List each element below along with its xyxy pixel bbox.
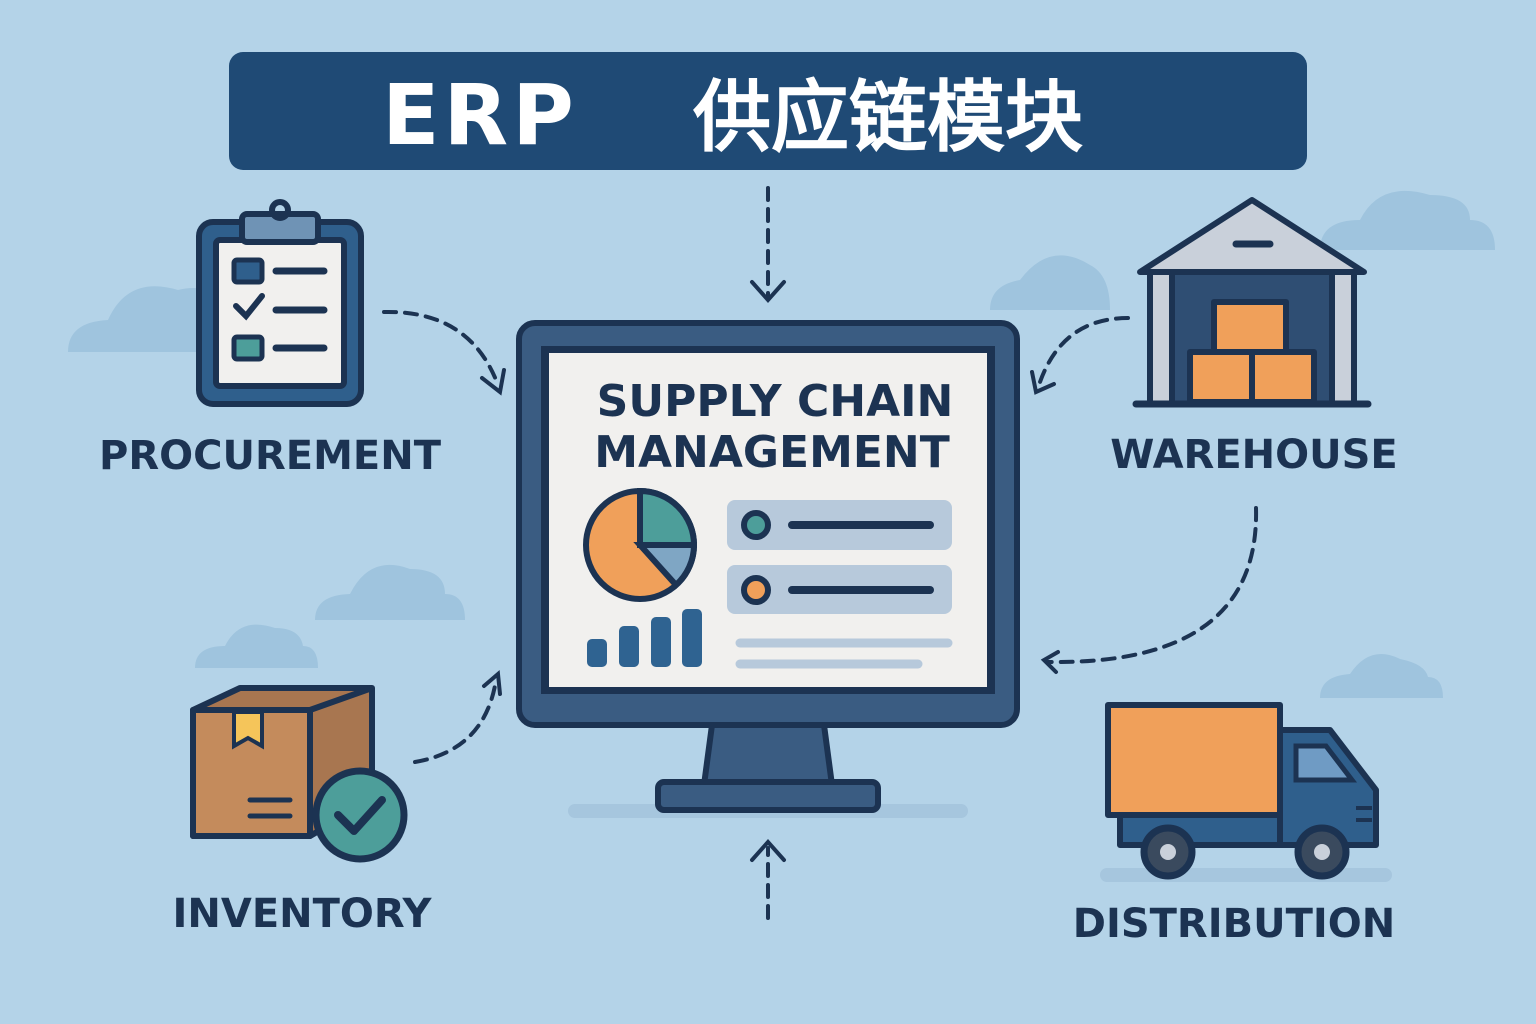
flow-arrows <box>382 186 1259 920</box>
monitor-icon: SUPPLY CHAIN MANAGEMENT <box>516 320 1020 818</box>
arrow-inventory-to-monitor <box>413 678 498 764</box>
label-warehouse: WAREHOUSE <box>1110 432 1398 478</box>
cloud-icon <box>990 255 1110 310</box>
label-procurement: PROCUREMENT <box>99 433 442 479</box>
warehouse-icon <box>1132 197 1372 408</box>
bar-chart-icon <box>587 609 702 667</box>
arrow-warehouse-to-monitor <box>1036 316 1130 390</box>
clipboard-icon <box>196 199 364 407</box>
center-title-line2: MANAGEMENT <box>594 427 950 478</box>
pie-chart-icon <box>583 487 698 602</box>
title-erp: ERP <box>382 66 578 164</box>
cloud-icon <box>315 564 465 620</box>
arrow-warehouse-to-monitor-lower <box>1046 506 1259 665</box>
label-inventory: INVENTORY <box>173 891 433 937</box>
list-item-orange <box>727 565 952 614</box>
list-item-teal <box>727 500 952 550</box>
check-circle-icon <box>312 767 408 863</box>
title-chinese: 供应链模块 <box>693 73 1083 163</box>
cloud-icon <box>1320 654 1443 698</box>
label-distribution: DISTRIBUTION <box>1073 901 1395 947</box>
center-title-line1: SUPPLY CHAIN <box>597 376 954 427</box>
arrow-procurement-to-monitor <box>382 309 500 387</box>
delivery-truck-icon <box>1100 702 1392 882</box>
cloud-icon <box>195 624 318 668</box>
title-banner: ERP 供应链模块 <box>229 52 1307 170</box>
cloud-icon <box>1320 190 1495 250</box>
